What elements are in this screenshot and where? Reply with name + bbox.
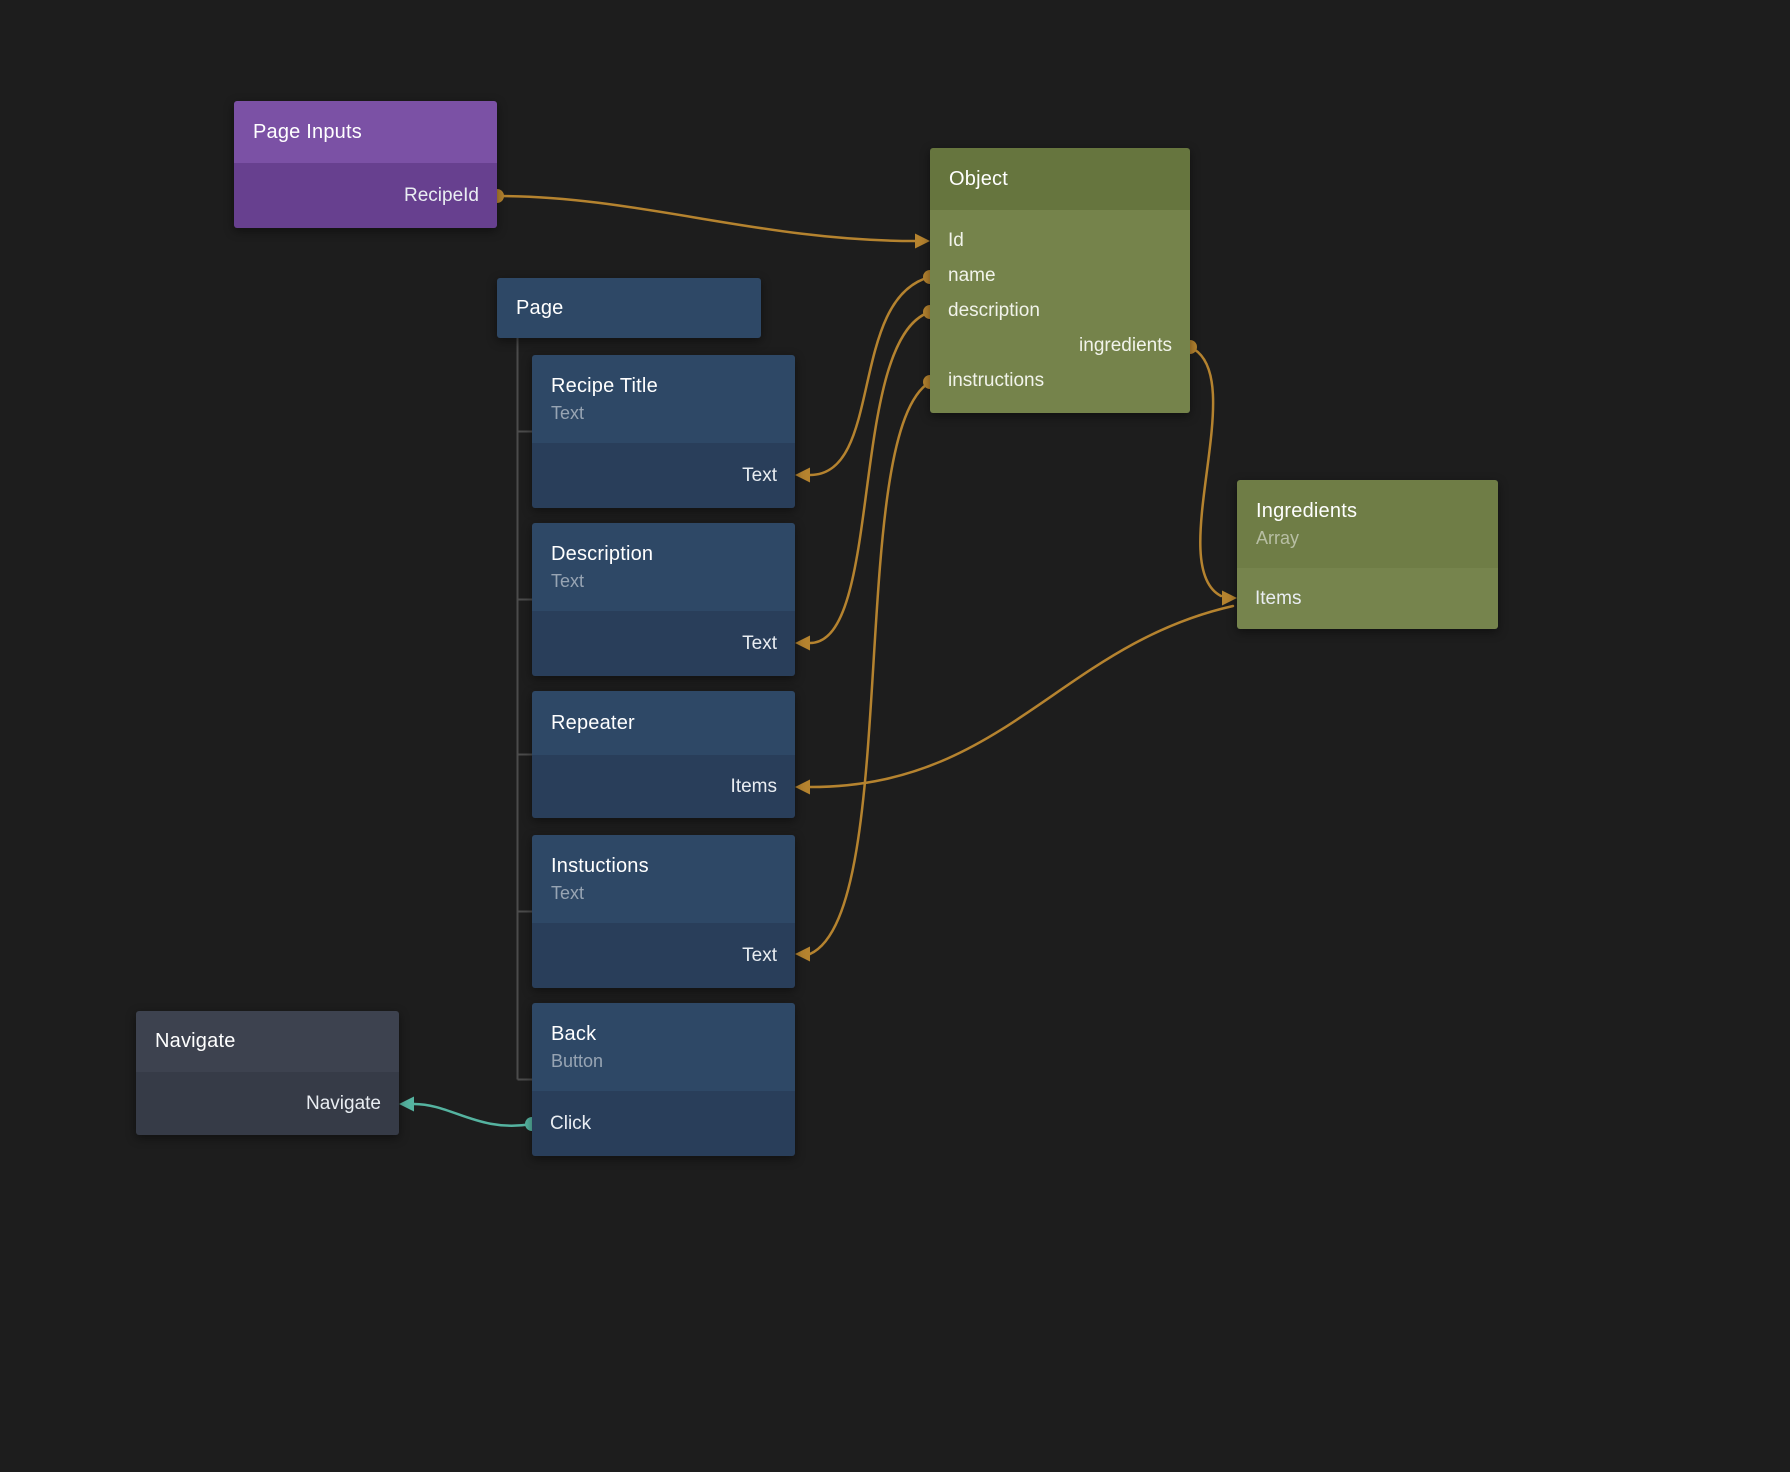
wire-name-to-recipe-title-text[interactable] [808, 275, 932, 477]
node-page[interactable]: Page [497, 278, 761, 338]
wire-click-to-navigate[interactable] [412, 1102, 534, 1127]
port-label: ingredients [1079, 334, 1172, 356]
port-label: instructions [948, 369, 1045, 391]
port-label: RecipeId [404, 184, 479, 206]
arrowhead-recipe-title-text [795, 467, 810, 483]
node-title: Instuctions [551, 854, 649, 877]
node-description-header[interactable]: Description Text [532, 523, 795, 611]
arrowhead-object-id [915, 233, 930, 249]
node-ingredients[interactable]: Ingredients Array Items [1237, 480, 1498, 629]
port-back-click-output[interactable]: Click [532, 1091, 795, 1156]
arrowhead-repeater-items [795, 779, 810, 795]
port-ingredients-items[interactable]: Items [1237, 568, 1498, 629]
node-title: Navigate [155, 1030, 236, 1052]
port-label: Id [948, 229, 964, 251]
node-ingredients-header[interactable]: Ingredients Array [1237, 480, 1498, 568]
node-page-inputs-header[interactable]: Page Inputs [234, 101, 497, 163]
node-type-label: Text [551, 882, 585, 903]
port-label: Text [742, 944, 777, 966]
node-type-label: Text [551, 402, 585, 423]
node-repeater-header[interactable]: Repeater [532, 691, 795, 755]
wire-ingredients-to-ingredients-items[interactable] [1188, 345, 1223, 598]
arrowhead-description-text [795, 635, 810, 651]
node-title: Object [949, 167, 1009, 190]
port-recipe-title-text-input[interactable]: Text [532, 443, 795, 508]
port-recipeid-output[interactable]: RecipeId [234, 163, 497, 228]
port-instructions-text-input[interactable]: Text [532, 923, 795, 988]
node-title: Description [551, 542, 654, 565]
port-id-input[interactable]: Id [930, 223, 1190, 258]
port-label: Items [1255, 587, 1302, 609]
wire-instructions-to-instructions-text[interactable] [808, 380, 932, 956]
arrowhead-instructions-text [795, 946, 810, 962]
node-navigate-header[interactable]: Navigate [136, 1011, 399, 1072]
node-page-header[interactable]: Page [497, 278, 761, 338]
node-title: Recipe Title [551, 374, 658, 397]
port-description-output[interactable]: description [930, 293, 1190, 328]
node-type-label: Text [551, 570, 585, 591]
port-label: name [948, 264, 996, 286]
wire-description-to-description-text[interactable] [808, 310, 932, 645]
node-back-header[interactable]: Back Button [532, 1003, 795, 1091]
node-title: Page [516, 296, 564, 319]
node-title: Back [551, 1022, 597, 1045]
node-object-header[interactable]: Object [930, 148, 1190, 210]
node-recipe-title-header[interactable]: Recipe Title Text [532, 355, 795, 443]
node-description[interactable]: Description Text Text [532, 523, 795, 676]
port-label: Items [730, 775, 777, 797]
node-recipe-title[interactable]: Recipe Title Text Text [532, 355, 795, 508]
node-title: Ingredients [1256, 499, 1358, 522]
port-label: Click [550, 1112, 592, 1134]
node-instructions-header[interactable]: Instuctions Text [532, 835, 795, 923]
node-type-label: Button [551, 1050, 604, 1071]
node-title: Repeater [551, 711, 635, 734]
wire-ingredients-items-to-repeater-items[interactable] [808, 604, 1235, 789]
arrowhead-ingredients-items [1222, 590, 1237, 606]
node-navigate[interactable]: Navigate Navigate [136, 1011, 399, 1135]
port-label: Text [742, 632, 777, 654]
port-label: Navigate [306, 1092, 381, 1114]
node-object[interactable]: Object Id name description ingredients i… [930, 148, 1190, 413]
port-navigate-input[interactable]: Navigate [136, 1072, 399, 1135]
node-type-label: Array [1256, 527, 1300, 548]
port-label: description [948, 299, 1040, 321]
port-name-output[interactable]: name [930, 258, 1190, 293]
node-title: Page Inputs [253, 120, 362, 143]
port-repeater-items-input[interactable]: Items [532, 755, 795, 818]
arrowhead-navigate [399, 1096, 414, 1112]
port-instructions-output[interactable]: instructions [930, 363, 1190, 398]
node-repeater[interactable]: Repeater Items [532, 691, 795, 818]
port-label: Text [742, 464, 777, 486]
wire-recipeid-to-object-id[interactable] [495, 194, 917, 243]
node-back[interactable]: Back Button Click [532, 1003, 795, 1156]
node-instructions[interactable]: Instuctions Text Text [532, 835, 795, 988]
port-ingredients-output[interactable]: ingredients [930, 328, 1190, 363]
node-page-inputs[interactable]: Page Inputs RecipeId [234, 101, 497, 228]
port-description-text-input[interactable]: Text [532, 611, 795, 676]
node-object-ports: Id name description ingredients instruct… [930, 210, 1190, 413]
